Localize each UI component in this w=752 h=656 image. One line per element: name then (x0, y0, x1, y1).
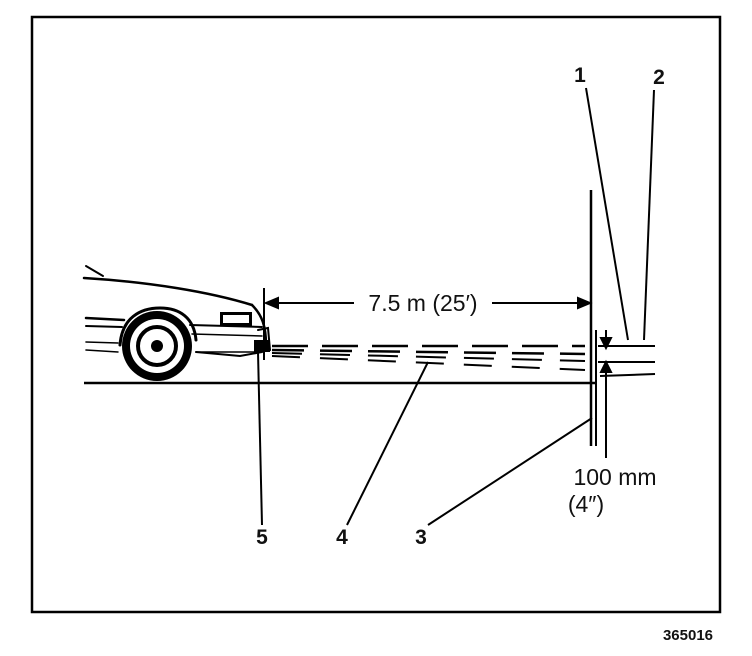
figure-frame (30, 15, 722, 614)
callout-1: 1 (574, 64, 586, 87)
drop-label-metric: 100 mm (573, 464, 656, 490)
callout-2: 2 (653, 66, 665, 89)
front-wheel (122, 311, 192, 381)
distance-dimension (263, 296, 593, 310)
drop-dimension (599, 330, 613, 458)
figure-id: 365016 (663, 627, 713, 644)
callout-leaders (257, 87, 655, 526)
drop-label-imperial: (4″) (568, 491, 604, 517)
callout-4: 4 (336, 526, 348, 549)
headlamp-beam-lines (271, 344, 586, 371)
ground-line-right (599, 373, 656, 377)
callout-5: 5 (256, 526, 268, 549)
headlamp-center-marker (254, 340, 270, 352)
distance-label: 7.5 m (25′) (368, 290, 477, 316)
callout-3: 3 (415, 526, 427, 549)
headlamp-lens (223, 315, 249, 323)
